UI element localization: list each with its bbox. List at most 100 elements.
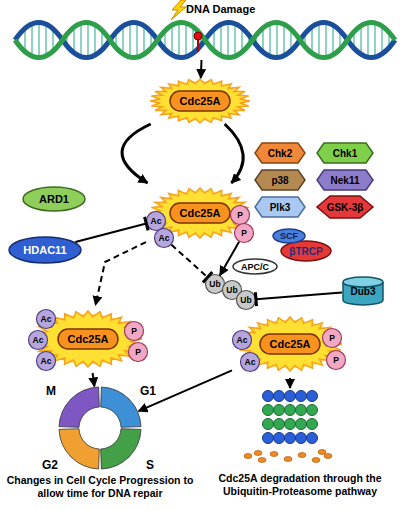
node-text: Ac	[36, 351, 56, 371]
peptide-fragment	[258, 458, 266, 463]
dna-rung	[87, 23, 89, 57]
lightning-bolt	[171, 0, 186, 20]
protein-ellipse: ARD1	[22, 186, 86, 212]
node-text: Ac	[232, 330, 252, 350]
dna-rung	[318, 24, 320, 56]
node-text: APC/C	[232, 258, 278, 275]
node-outline	[262, 388, 318, 450]
dna-rung	[381, 27, 383, 53]
peptide-fragment	[244, 454, 252, 459]
proteasome-bead	[274, 405, 285, 416]
ellipse-shape	[9, 237, 81, 263]
circle-shape	[125, 322, 144, 341]
proteasome-bead	[296, 433, 307, 444]
acetyl-mark: Ac	[28, 330, 48, 350]
node-text: Ac	[240, 352, 260, 372]
proteasome: Cdc25A degradation through the Ubiquitin…	[262, 388, 318, 450]
dna-rung	[227, 23, 229, 57]
circle-shape	[237, 291, 256, 310]
circle-shape	[37, 352, 56, 371]
peptide-fragment	[324, 454, 332, 459]
acetyl-mark: Ac	[36, 351, 56, 371]
node-text: P	[124, 321, 144, 341]
connector	[256, 293, 342, 300]
dna-rung	[367, 23, 369, 56]
dna-rung	[24, 30, 26, 51]
inhibition-bar	[255, 292, 256, 306]
phase-label: S	[146, 458, 154, 472]
node-text: Ac	[28, 330, 48, 350]
circle-shape	[235, 224, 254, 243]
phase-label: G2	[42, 458, 58, 472]
node-text: Chk2	[254, 142, 306, 164]
connector	[220, 242, 239, 276]
dna-helix-node: DNA Damage	[10, 2, 395, 60]
dna-rung	[262, 29, 264, 51]
ellipse-shape	[233, 259, 277, 274]
connector	[225, 124, 244, 183]
phospho-mark: P	[230, 205, 250, 225]
node-text: Ub	[236, 290, 256, 310]
node-text: Chk1	[316, 142, 374, 164]
node-text: Plk3	[254, 196, 306, 218]
kinase-hexagon: Plk3	[254, 196, 306, 218]
circle-shape	[206, 275, 225, 294]
proteasome-bead	[307, 391, 318, 402]
cycle-segment	[101, 387, 141, 427]
protein-ellipse: APC/C	[232, 258, 278, 275]
peptide-fragment	[284, 457, 292, 462]
kinase-hexagon: Chk1	[316, 142, 374, 164]
hexagon-shape	[255, 197, 305, 217]
acetyl-mark: Ac	[36, 309, 56, 329]
circle-shape	[241, 353, 260, 372]
dna-rung	[171, 26, 173, 54]
dna-rung	[311, 28, 313, 52]
circle-shape	[147, 212, 166, 231]
dna-rung	[94, 26, 96, 54]
node-text: ARD1	[22, 186, 86, 212]
node-text: P	[322, 328, 342, 348]
kinase-hexagon: GSK-3β	[316, 195, 374, 219]
node-text: Nek11	[316, 169, 374, 191]
inhibition-bar	[145, 217, 149, 231]
node-text: SCF	[272, 228, 306, 244]
circle-shape	[129, 343, 148, 362]
dub-cylinder: Dub3	[342, 276, 384, 306]
node-text: Changes in Cell Cycle Progression to all…	[0, 474, 200, 500]
dna-rung	[178, 23, 180, 57]
node-text: P	[326, 350, 346, 370]
proteasome-bead	[296, 391, 307, 402]
node-text: P	[128, 342, 148, 362]
dna-strand	[15, 23, 395, 58]
acetyl-mark: Ac	[154, 228, 174, 248]
peptide-fragment	[312, 458, 320, 463]
circle-shape	[233, 331, 252, 350]
node-text: P	[230, 205, 250, 225]
dna-rung	[45, 25, 47, 55]
node-text: Cdc25A degradation through the Ubiquitin…	[200, 472, 400, 498]
kinase-hexagon: Chk2	[254, 142, 306, 164]
phospho-mark: P	[124, 321, 144, 341]
node-text: Ac	[36, 309, 56, 329]
protein-ellipse: HDAC11	[8, 236, 82, 264]
node-text: Ac	[154, 228, 174, 248]
circle-shape	[327, 351, 346, 370]
dna-rung	[38, 23, 40, 57]
proteasome-bead	[285, 433, 296, 444]
ellipse-shape	[23, 187, 85, 211]
kinase-hexagon: Nek11	[316, 169, 374, 191]
node-text: DNA Damage	[186, 3, 255, 16]
proteasome-bead	[263, 433, 274, 444]
ubiquitin-bead: Ub	[236, 290, 256, 310]
node-outline	[58, 386, 142, 470]
dna-rung	[276, 23, 278, 57]
proteasome-bead	[274, 433, 285, 444]
dna-rung	[185, 24, 187, 56]
dna-rung	[129, 24, 131, 57]
peptide-fragment	[270, 452, 278, 457]
proteasome-bead	[263, 391, 274, 402]
phase-label: M	[46, 384, 56, 398]
phospho-mark: P	[326, 350, 346, 370]
proteasome-bead	[263, 419, 274, 430]
